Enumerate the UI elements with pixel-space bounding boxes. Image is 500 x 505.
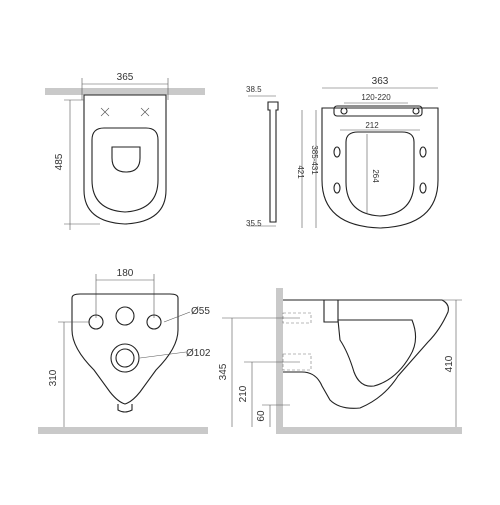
fixing-hole-right (146, 314, 162, 330)
mount-height-dimension: 310 (48, 369, 59, 386)
fixing-hole-top (115, 306, 135, 326)
inner-bowl (111, 146, 141, 173)
mount-spacing-dimension: 180 (117, 268, 134, 279)
total-height-dimension: 410 (444, 355, 455, 372)
top-view: 365 485 (45, 72, 205, 230)
floor-strip (276, 427, 462, 434)
outlet-hole (110, 343, 140, 373)
seat-bottom-height: 35.5 (246, 219, 262, 228)
seat-top-view: 363 120-220 212 264 385-431 421 (296, 76, 439, 229)
seat-outline-top (321, 107, 439, 229)
seat-width-dimension: 363 (372, 76, 389, 87)
bowl-profile (283, 299, 449, 409)
bowl-interior (337, 319, 417, 387)
total-length-dimension: 421 (296, 165, 305, 179)
wall-strip (45, 88, 205, 95)
outlet-hole-label: Ø102 (186, 348, 211, 359)
seat-opening (345, 131, 415, 217)
seat-side-view: 38.5 35.5 (246, 85, 279, 228)
length-range-dimension: 385-431 (310, 145, 319, 175)
seat-fix (323, 300, 339, 323)
foot (117, 404, 133, 413)
back-outline (71, 293, 179, 405)
bowl-outline (83, 94, 167, 225)
hinge-spacing-dimension: 120-220 (361, 93, 391, 102)
inlet-height-dimension: 210 (238, 385, 249, 402)
floor-strip (38, 427, 208, 434)
side-view: 345 210 60 410 (218, 288, 462, 434)
seat-profile (267, 101, 279, 223)
wall-strip (276, 288, 283, 434)
hinge-brackets (333, 105, 423, 117)
outlet-height-dimension: 345 (218, 363, 229, 380)
length-dimension: 485 (54, 153, 65, 170)
fixing-hole-label: Ø55 (191, 306, 210, 317)
width-dimension: 365 (117, 72, 134, 83)
seat-outline (91, 127, 159, 213)
hinge-marks (100, 107, 150, 117)
inner-length-dimension: 264 (371, 169, 380, 183)
back-view: 180 Ø55 Ø102 310 (38, 268, 211, 434)
seat-top-height: 38.5 (246, 85, 262, 94)
bottom-height-dimension: 60 (256, 410, 267, 422)
inner-width-dimension: 212 (365, 121, 379, 130)
